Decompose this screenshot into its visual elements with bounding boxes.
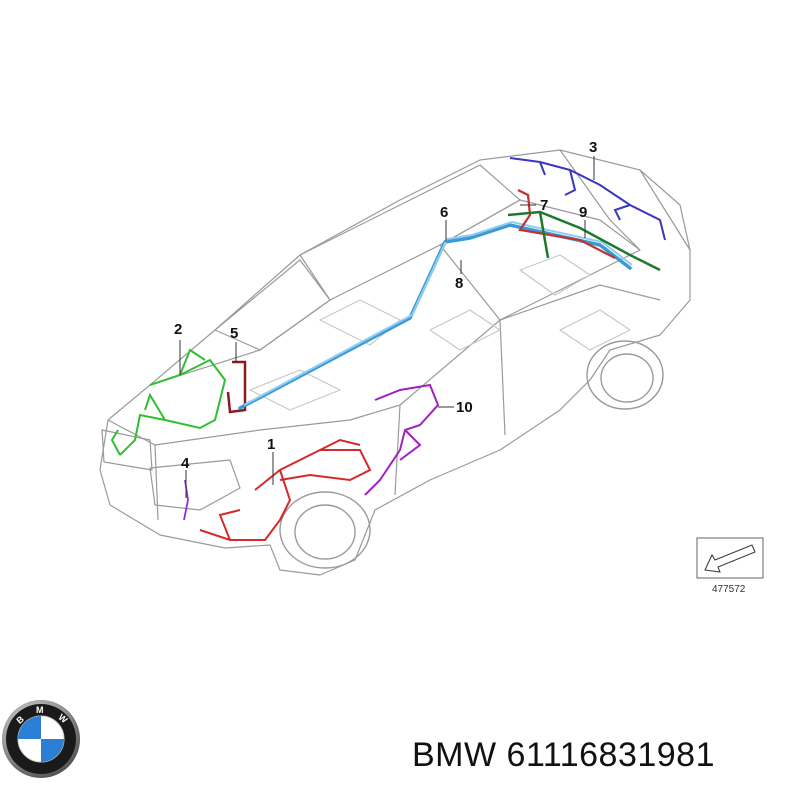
rear-wheel bbox=[586, 340, 664, 410]
leader-lines bbox=[179, 156, 595, 498]
harness-3-navy bbox=[509, 157, 666, 241]
harness-6-blue bbox=[238, 223, 632, 410]
bmw-logo-icon: B M W bbox=[2, 700, 80, 778]
callout-4: 4 bbox=[181, 455, 190, 472]
reference-box: 477572 bbox=[696, 537, 764, 595]
harness-1-red bbox=[199, 438, 372, 541]
arrow-icon bbox=[704, 544, 756, 573]
harness-2-green bbox=[110, 348, 227, 456]
harness-8-lightblue bbox=[243, 220, 633, 406]
harness-9-darkgreen bbox=[507, 210, 661, 272]
reference-number: 477572 bbox=[712, 584, 746, 595]
car-outline bbox=[99, 149, 691, 576]
callout-6: 6 bbox=[440, 204, 448, 221]
callout-3: 3 bbox=[589, 139, 597, 156]
part-number-label: BMW 61116831981 bbox=[412, 736, 715, 774]
svg-text:M: M bbox=[36, 705, 44, 715]
harness-10-violet bbox=[364, 383, 440, 496]
callout-7: 7 bbox=[540, 197, 548, 214]
callout-1: 1 bbox=[267, 436, 275, 453]
callout-10: 10 bbox=[456, 399, 473, 416]
callout-2: 2 bbox=[174, 321, 182, 338]
callout-9: 9 bbox=[579, 204, 587, 221]
svg-text:B: B bbox=[14, 714, 26, 726]
callout-8: 8 bbox=[455, 275, 463, 292]
harness-5-darkred bbox=[226, 360, 247, 414]
callout-5: 5 bbox=[230, 325, 238, 342]
front-wheel bbox=[279, 491, 371, 569]
harness-7-red bbox=[517, 189, 616, 259]
